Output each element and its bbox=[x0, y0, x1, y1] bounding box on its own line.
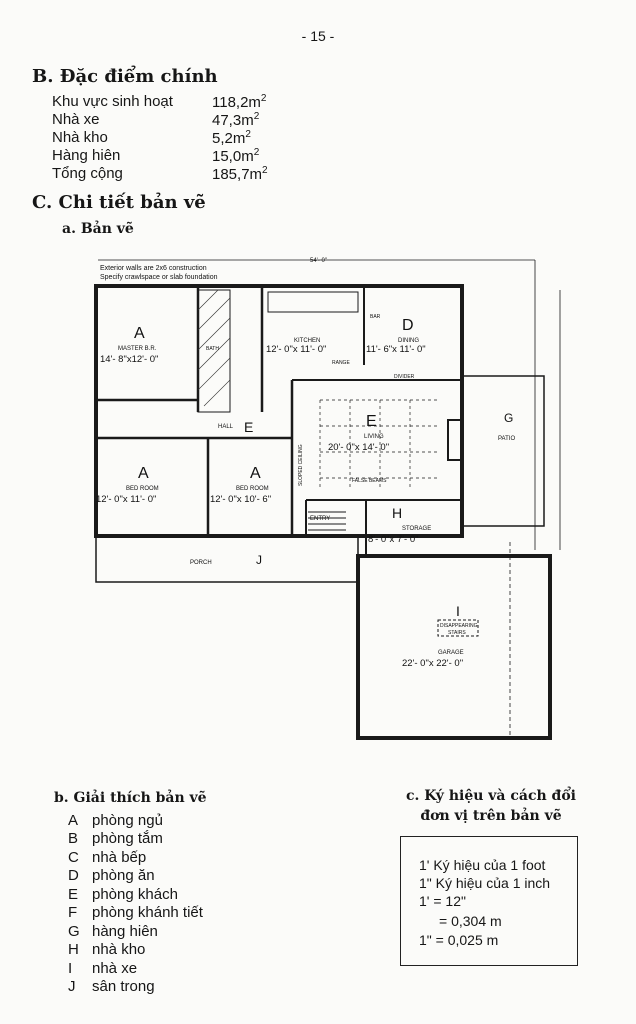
overall-dimension: 54'- 0" bbox=[310, 258, 327, 264]
subsection-c-subtitle: đơn vị trên bản vẽ bbox=[420, 808, 562, 824]
area-value: 47,3m2 bbox=[212, 111, 260, 129]
area-label: Nhà kho bbox=[52, 129, 108, 146]
room-name: KITCHEN bbox=[294, 338, 320, 344]
room-name: ENTRY bbox=[310, 516, 330, 522]
plan-label: STAIRS bbox=[448, 630, 466, 636]
section-c-title: C. Chi tiết bản vẽ bbox=[32, 192, 206, 213]
room-name: PORCH bbox=[190, 560, 212, 566]
room-name: HALL bbox=[218, 424, 234, 430]
area-label: Hàng hiên bbox=[52, 147, 121, 164]
room-letter: G bbox=[504, 411, 513, 425]
room-dimension: 22'- 0"x 22'- 0" bbox=[402, 658, 463, 669]
room-dimension: 12'- 0"x 10'- 6" bbox=[210, 494, 271, 505]
room-letter: A bbox=[138, 465, 149, 482]
room-name: BED ROOM bbox=[236, 486, 269, 492]
plan-label: DISAPPEARING bbox=[440, 623, 478, 629]
plan-label: SLOPED CEILING bbox=[298, 444, 304, 486]
area-label: Nhà xe bbox=[52, 111, 100, 128]
page-number: - 15 - bbox=[301, 28, 335, 44]
room-dimension: 12'- 0"x 11'- 0" bbox=[266, 344, 326, 355]
room-letter: D bbox=[402, 317, 414, 334]
room-letter: E bbox=[366, 413, 377, 430]
room-letter: E bbox=[244, 419, 253, 435]
room-dimension: 20'- 0"x 14'- 0" bbox=[328, 442, 389, 453]
area-value: 185,7m2 bbox=[212, 165, 268, 183]
room-name: DINING bbox=[398, 338, 419, 344]
room-name: GARAGE bbox=[438, 650, 464, 656]
room-name: BED ROOM bbox=[126, 486, 159, 492]
room-letter: H bbox=[392, 505, 402, 521]
room-name: MASTER B.R. bbox=[118, 346, 157, 352]
room-name: PATIO bbox=[498, 436, 515, 442]
area-value: 5,2m2 bbox=[212, 129, 251, 147]
plan-note-walls: Exterior walls are 2x6 construction bbox=[100, 265, 207, 272]
room-letter: A bbox=[250, 465, 261, 482]
area-value: 118,2m2 bbox=[212, 93, 267, 111]
room-name: BATH bbox=[206, 346, 219, 352]
room-letter: A bbox=[134, 325, 145, 342]
area-label: Tổng cộng bbox=[52, 165, 123, 182]
plan-label: DIVIDER bbox=[394, 374, 415, 380]
plan-label: BAR bbox=[370, 314, 381, 320]
room-name: STORAGE bbox=[402, 526, 431, 532]
unit-line: = 0,304 m bbox=[439, 913, 502, 929]
unit-line: 1" Ký hiệu của 1 inch bbox=[419, 875, 551, 891]
unit-line: 1' = 12" bbox=[419, 893, 466, 909]
plan-note-foundation: Specify crawlspace or slab foundation bbox=[100, 274, 218, 281]
plan-label: RANGE bbox=[332, 360, 350, 366]
room-dimension: 11'- 6"x 11'- 0" bbox=[366, 344, 426, 355]
room-dimension: 12'- 0"x 11'- 0" bbox=[96, 494, 156, 505]
room-name: LIVING bbox=[364, 434, 384, 440]
units-box: 1' Ký hiệu của 1 foot 1" Ký hiệu của 1 i… bbox=[400, 836, 578, 966]
unit-line: 1" = 0,025 m bbox=[419, 932, 499, 948]
area-label: Khu vực sinh hoạt bbox=[52, 93, 173, 110]
floor-plan: Exterior walls are 2x6 construction Spec… bbox=[94, 258, 561, 740]
section-b-title: B. Đặc điểm chính bbox=[32, 66, 218, 87]
room-dimension: 14'- 8"x12'- 0" bbox=[100, 354, 158, 365]
plan-label: FALSE BEAMS bbox=[352, 478, 387, 484]
subsection-b-title: b. Giải thích bản vẽ bbox=[54, 790, 207, 806]
unit-line: 1' Ký hiệu của 1 foot bbox=[419, 857, 546, 873]
subsection-a-title: a. Bản vẽ bbox=[62, 221, 134, 237]
room-letter: J bbox=[256, 553, 262, 567]
room-letter: I bbox=[456, 603, 460, 619]
subsection-c-title: c. Ký hiệu và cách đổi bbox=[406, 788, 576, 804]
area-value: 15,0m2 bbox=[212, 147, 260, 165]
room-dimension: 8'- 0"x 7'- 0" bbox=[368, 534, 419, 545]
